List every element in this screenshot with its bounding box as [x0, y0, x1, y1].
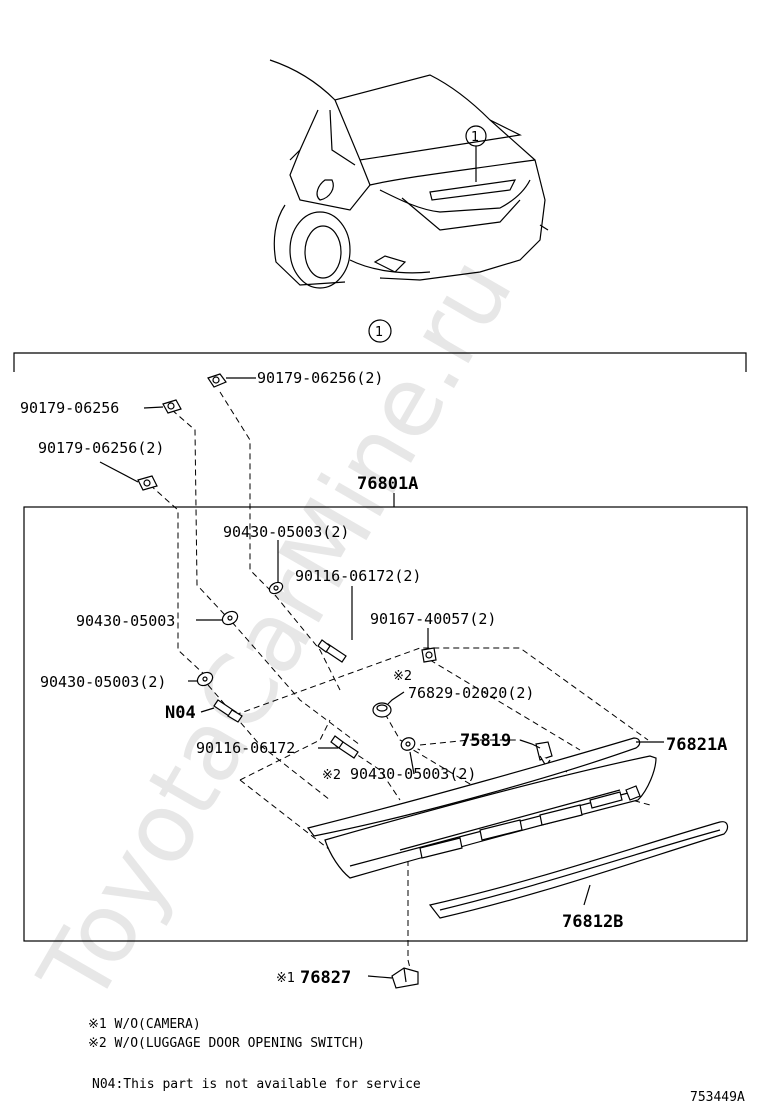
- part-label-90116-06172-2: 90116-06172(2): [295, 567, 421, 585]
- washer-90430-b: [221, 610, 239, 626]
- washer-90430-c: [196, 671, 214, 687]
- bolt-90116-b: [330, 735, 359, 759]
- part-label-76821a: 76821A: [666, 735, 727, 755]
- part-mark-note1-76827: ※1: [276, 971, 295, 986]
- grommet-76829: [372, 702, 392, 718]
- label-leaders: [99, 377, 664, 979]
- footnote-2: ※2 W/O(LUGGAGE DOOR OPENING SWITCH): [88, 1036, 365, 1051]
- diagram-id: 753449A: [690, 1090, 745, 1105]
- clip-90179-left: [162, 399, 182, 414]
- fasteners: [137, 373, 553, 989]
- part-label-90179-06256: 90179-06256: [20, 399, 119, 417]
- part-label-90430-05003-2-lower: 90430-05003(2): [350, 765, 476, 783]
- part-label-76829-02020-2: 76829-02020(2): [408, 684, 534, 702]
- part-label-90179-06256-2-lower: 90179-06256(2): [38, 439, 164, 457]
- bracket-callout-number: 1: [375, 325, 383, 340]
- dashed-guide-lines: [149, 391, 651, 969]
- part-label-90167-40057-2: 90167-40057(2): [370, 610, 496, 628]
- washer-90430-a: [268, 581, 284, 595]
- part-label-90430-05003: 90430-05003: [76, 612, 175, 630]
- footnote-n04: N04:This part is not available for servi…: [92, 1077, 421, 1092]
- part-mark-note2-76829: ※2: [393, 669, 412, 684]
- part-label-n04: N04: [165, 703, 196, 723]
- bolt-90116-a: [317, 639, 347, 663]
- part-label-76827: 76827: [300, 968, 351, 988]
- callout-number: 1: [471, 130, 479, 145]
- part-label-90430-05003-2-mid: 90430-05003(2): [40, 673, 166, 691]
- garnish-76812b: [428, 821, 729, 919]
- footnote-1: ※1 W/O(CAMERA): [88, 1017, 201, 1032]
- cover-76827: [391, 967, 419, 989]
- assembly-box: [23, 506, 748, 942]
- clip-90179-top: [207, 373, 227, 388]
- part-label-75819: 75819: [460, 731, 511, 751]
- part-mark-note2-90430: ※2: [322, 768, 341, 783]
- assembly-bracket: 1: [13, 319, 747, 372]
- car-rear-illustration: 1: [269, 59, 549, 289]
- part-label-90116-06172: 90116-06172: [196, 739, 295, 757]
- clip-75819: [535, 741, 553, 768]
- assembly-label: 76801A: [357, 474, 418, 494]
- nut-90167: [421, 647, 437, 663]
- clip-90179-lower: [137, 475, 158, 491]
- garnish-main-body: [324, 755, 657, 879]
- part-label-90179-06256-2-top: 90179-06256(2): [257, 369, 383, 387]
- part-label-90430-05003-2-top: 90430-05003(2): [223, 523, 349, 541]
- washer-90430-d: [400, 737, 416, 751]
- part-label-76812b: 76812B: [562, 912, 623, 932]
- stud-n04: [213, 699, 243, 723]
